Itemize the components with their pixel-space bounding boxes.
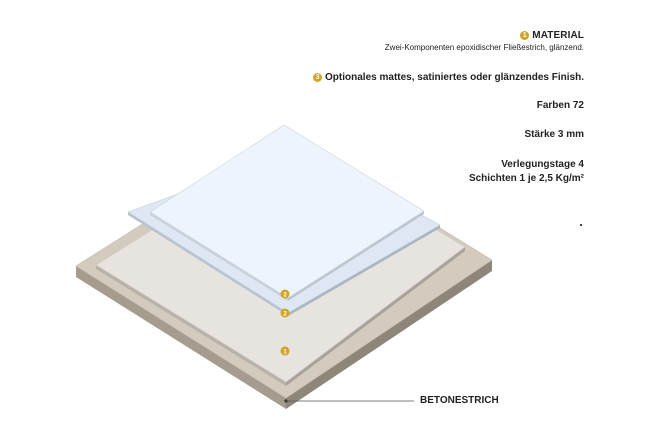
- farben-info: Farben 72: [536, 100, 584, 111]
- material-title: MATERIAL: [532, 30, 584, 41]
- verlegung-days: Verlegungstage 4: [501, 159, 584, 170]
- base-label: BETONESTRICH: [420, 395, 499, 406]
- material-layer-side-right: [286, 247, 465, 386]
- material-layer-side: [96, 265, 286, 386]
- base-slab-left-side: [76, 266, 286, 409]
- badge-middle-layer: 2: [280, 308, 290, 318]
- finish-badge: 3: [313, 73, 323, 82]
- middle-layer-side-right: [288, 225, 440, 316]
- verlegung-layers: Schichten 1 je 2,5 Kg/m²: [468, 173, 584, 184]
- badge-top-layer: 2: [280, 289, 290, 299]
- badge-middle-layer-number: 2: [283, 312, 287, 318]
- verlegung-info: Verlegungstage 4 Schichten 1 je 2,5 Kg/m…: [469, 158, 584, 186]
- material-badge: 1: [520, 31, 530, 40]
- middle-layer-side: [128, 212, 288, 316]
- staerke-info: Stärke 3 mm: [524, 129, 584, 140]
- decorative-dot: [580, 224, 582, 226]
- finish-text: Optionales mattes, satiniertes oder glän…: [325, 72, 584, 83]
- badge-top-layer-number: 2: [283, 293, 287, 299]
- badge-material-layer-number: 1: [283, 350, 287, 356]
- material-description: Zwei-Komponenten epoxidischer Fließestri…: [384, 43, 584, 52]
- base-slab-right-side: [286, 260, 492, 409]
- top-layer-side-right: [288, 211, 424, 301]
- top-layer: [149, 124, 425, 299]
- top-layer-side: [150, 212, 288, 301]
- badge-material-layer: 1: [280, 346, 290, 356]
